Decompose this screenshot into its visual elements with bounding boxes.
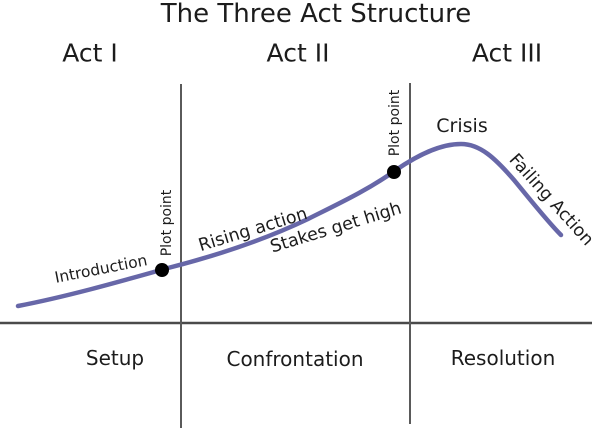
plot-point-1-label: Plot point [159, 189, 175, 257]
phase-setup-label: Setup [85, 346, 145, 370]
crisis-label: Crisis [436, 115, 488, 137]
plot-point-2-label: Plot point [387, 89, 403, 157]
diagram-title: The Three Act Structure [160, 0, 472, 29]
phase-confrontation-label: Confrontation [226, 347, 364, 371]
phase-resolution-label: Resolution [450, 346, 556, 370]
act-3-label: Act III [471, 38, 543, 68]
tension-curve [15, 141, 564, 309]
plot-point-2-dot [387, 165, 401, 179]
act-2-label: Act II [266, 38, 330, 68]
act-1-label: Act I [62, 38, 118, 68]
plot-point-1-dot [155, 263, 169, 277]
